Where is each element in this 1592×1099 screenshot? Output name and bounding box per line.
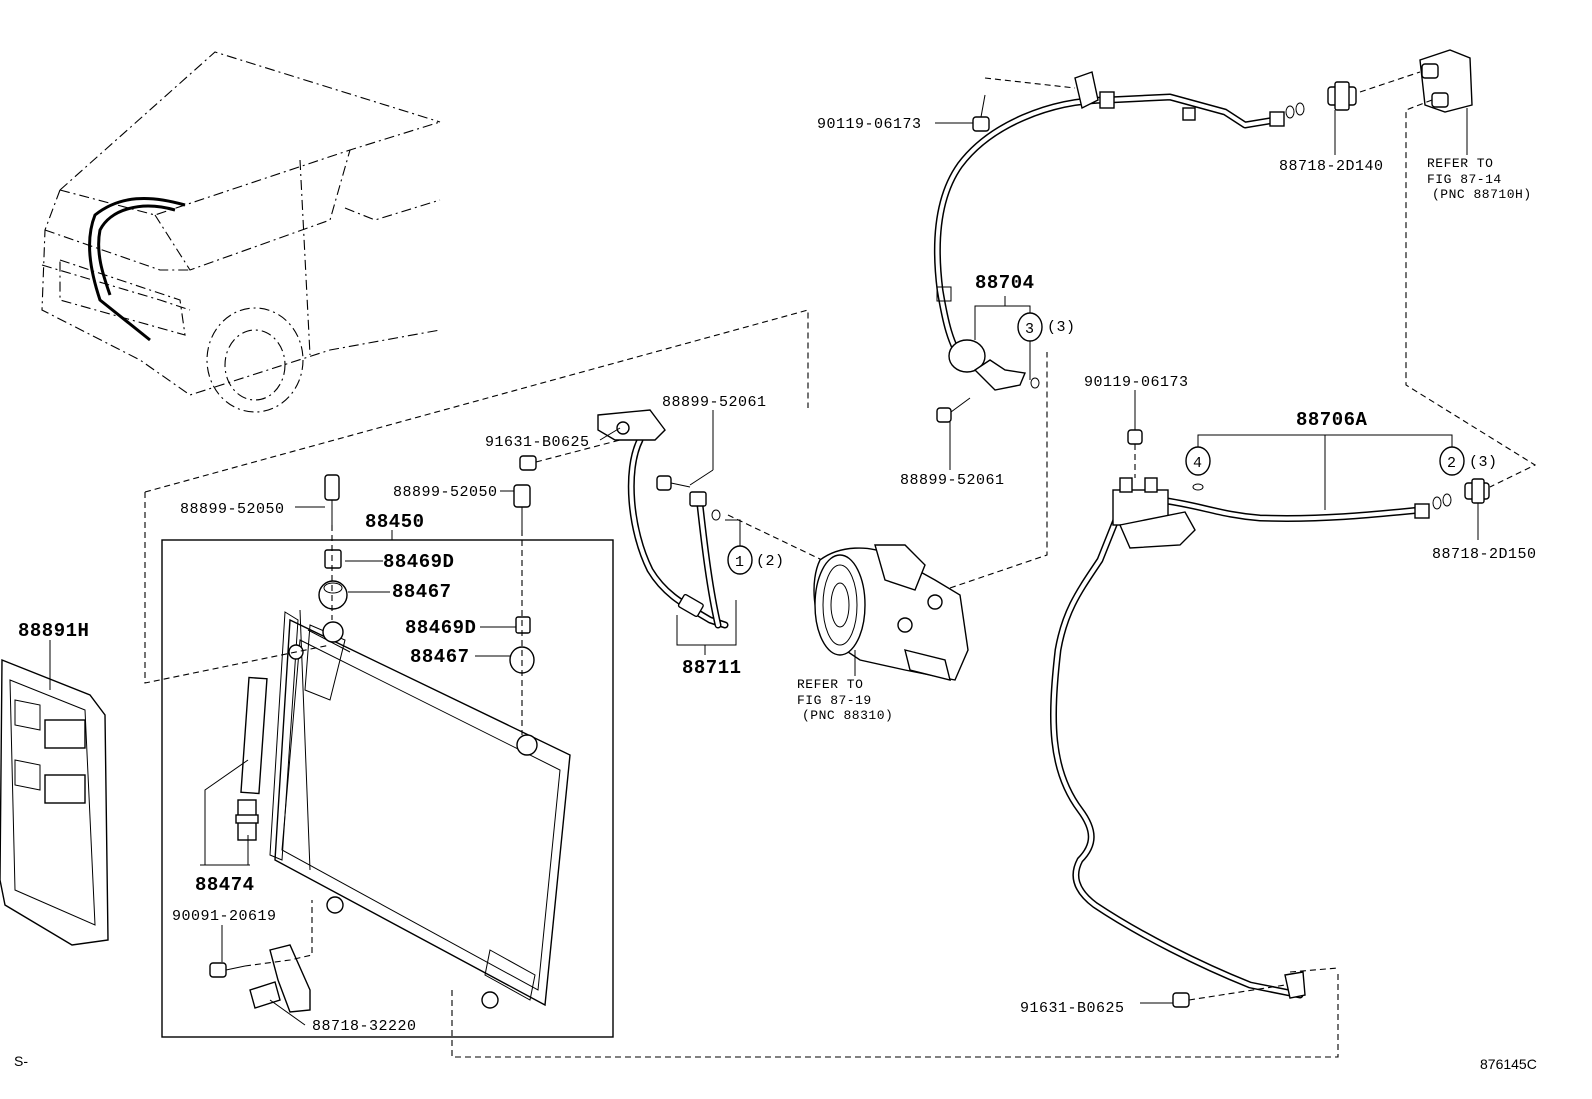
callout-3-number: 3 (1025, 321, 1035, 338)
callout-2-qty: (3) (1469, 454, 1498, 471)
condenser-core (269, 609, 571, 1009)
label-90119-06173-right: 90119-06173 (1084, 374, 1189, 391)
label-88450: 88450 (365, 511, 425, 533)
bolt-91631-B0625-upper (519, 455, 537, 471)
bushing-88469D-upper (324, 549, 342, 569)
discharge-hose-88711 (597, 409, 729, 629)
refer-87-19-line1: REFER TO (797, 677, 863, 692)
callout-4-number: 4 (1193, 455, 1203, 472)
refer-87-19-line2: FIG 87-19 (797, 693, 872, 708)
label-88469D-b: 88469D (405, 617, 476, 639)
label-88467-a: 88467 (392, 581, 452, 603)
bolt-91631-B0625-lower (1172, 984, 1286, 1008)
label-90091-20619: 90091-20619 (172, 908, 277, 925)
suction-hose-88704 (933, 71, 1305, 391)
label-88706A: 88706A (1296, 409, 1368, 431)
expansion-block-ref (1419, 49, 1473, 113)
label-91631-B0625-lower: 91631-B0625 (1020, 1000, 1125, 1017)
label-88891H: 88891H (18, 620, 89, 642)
cushion-88467-upper (318, 580, 348, 610)
callout-2-number: 2 (1447, 455, 1457, 472)
bolt-88899-52050-mid (513, 484, 531, 530)
callout-2 (1439, 446, 1465, 476)
bolt-90119-06173-top (972, 94, 990, 132)
label-88899-52050-mid: 88899-52050 (393, 484, 498, 501)
fitting-88718-2D150 (1464, 478, 1490, 504)
bracket-88718-32220 (249, 944, 311, 1013)
figure-id: 876145C (1480, 1056, 1537, 1072)
shroud-88891H (0, 658, 109, 946)
bolt-90119-06173-right (1127, 429, 1143, 478)
bolt-88899-52061-left (656, 475, 672, 491)
label-88711: 88711 (682, 657, 742, 679)
label-88704: 88704 (975, 272, 1035, 294)
refer-87-14-line3: (PNC 88710H) (1432, 187, 1532, 202)
fitting-88718-2D140 (1327, 81, 1357, 111)
condenser-assembly-box (161, 539, 614, 1038)
callout-1-qty: (2) (756, 553, 785, 570)
footer-left-mark: S- (14, 1053, 28, 1069)
refer-87-14-line2: FIG 87-14 (1427, 172, 1502, 187)
bolt-88899-52061-right (936, 407, 952, 423)
refer-87-14-line1: REFER TO (1427, 156, 1493, 171)
label-88899-52050-left: 88899-52050 (180, 501, 285, 518)
vehicle-outline (41, 51, 441, 413)
callout-3-qty: (3) (1047, 319, 1076, 336)
compressor (813, 544, 969, 681)
refer-87-19-line3: (PNC 88310) (802, 708, 893, 723)
callout-4 (1185, 446, 1211, 476)
callout-1-number: 1 (735, 554, 745, 571)
label-88899-52061-left: 88899-52061 (662, 394, 767, 411)
label-91631-B0625-upper: 91631-B0625 (485, 434, 590, 451)
bushing-88469D-lower (515, 616, 531, 634)
label-88469D-a: 88469D (383, 551, 454, 573)
liquid-tube-88706A (1049, 477, 1452, 999)
label-88467-b: 88467 (410, 646, 470, 668)
bolt-90091-20619 (209, 962, 246, 978)
bolt-88899-52050-left (324, 474, 340, 525)
label-88718-2D150: 88718-2D150 (1432, 546, 1537, 563)
label-88899-52061-right: 88899-52061 (900, 472, 1005, 489)
label-88474: 88474 (195, 874, 255, 896)
receiver-drier-88474 (235, 676, 268, 841)
label-88718-2D140: 88718-2D140 (1279, 158, 1384, 175)
label-88718-32220: 88718-32220 (312, 1018, 417, 1035)
label-90119-06173-top: 90119-06173 (817, 116, 922, 133)
